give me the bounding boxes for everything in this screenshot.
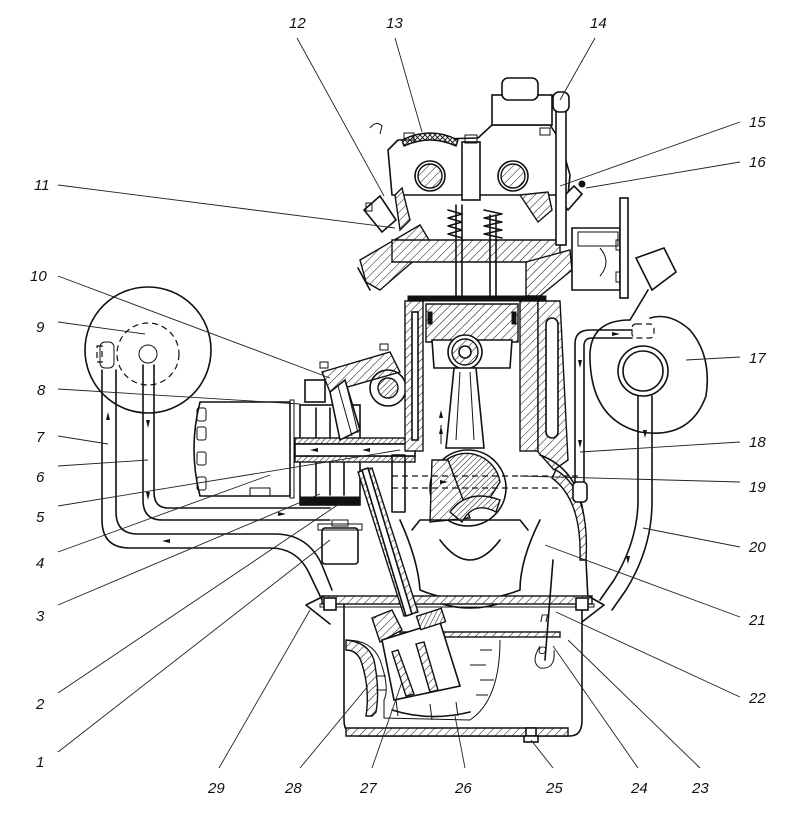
pump-drive [304, 343, 407, 442]
dipstick-upper-mark: П [540, 613, 548, 625]
callout-12: 12 [289, 15, 306, 32]
callout-24: 24 [630, 780, 648, 797]
callout-1: 1 [36, 754, 44, 771]
callout-2: 2 [35, 696, 45, 713]
callout-26: 26 [454, 780, 472, 797]
callout-27: 27 [359, 780, 377, 797]
callout-20: 20 [748, 539, 766, 556]
oil-filter [193, 399, 416, 506]
callout-15: 15 [749, 114, 766, 131]
callout-29: 29 [207, 780, 225, 797]
flow-arrow-right [162, 539, 170, 543]
callout-4: 4 [36, 555, 44, 572]
callout-13: 13 [386, 15, 403, 32]
flow-arrow-left [278, 512, 286, 516]
callout-25: 25 [545, 780, 563, 797]
dipstick-lower-mark: О [538, 645, 547, 657]
crankcase: П О [305, 466, 605, 743]
callout-14: 14 [590, 15, 607, 32]
callout-16: 16 [749, 154, 766, 171]
callout-19: 19 [749, 479, 766, 496]
callout-18: 18 [749, 434, 766, 451]
leader-lines [57, 37, 741, 769]
oil-lines [101, 364, 333, 601]
callout-labels: 1 2 3 4 5 6 7 8 9 10 11 12 13 14 15 16 1… [30, 15, 766, 797]
callout-9: 9 [36, 319, 45, 336]
callout-8: 8 [37, 382, 46, 399]
callout-11: 11 [34, 177, 50, 194]
cylinder-block [391, 300, 589, 601]
oil-cooler [84, 286, 212, 414]
callout-5: 5 [36, 509, 45, 526]
callout-28: 28 [284, 780, 302, 797]
flow-arrow-up [146, 420, 150, 428]
callout-3: 3 [36, 608, 45, 625]
turbocharger [572, 247, 709, 611]
callout-22: 22 [748, 690, 766, 707]
callout-21: 21 [748, 612, 766, 629]
callout-10: 10 [30, 268, 47, 285]
flow-arrow-up [146, 492, 150, 500]
callout-23: 23 [691, 780, 709, 797]
cylinder-head [357, 77, 629, 302]
flow-arrow-down [106, 412, 110, 420]
callout-17: 17 [749, 350, 766, 367]
callout-6: 6 [36, 469, 45, 486]
callout-7: 7 [36, 429, 45, 446]
